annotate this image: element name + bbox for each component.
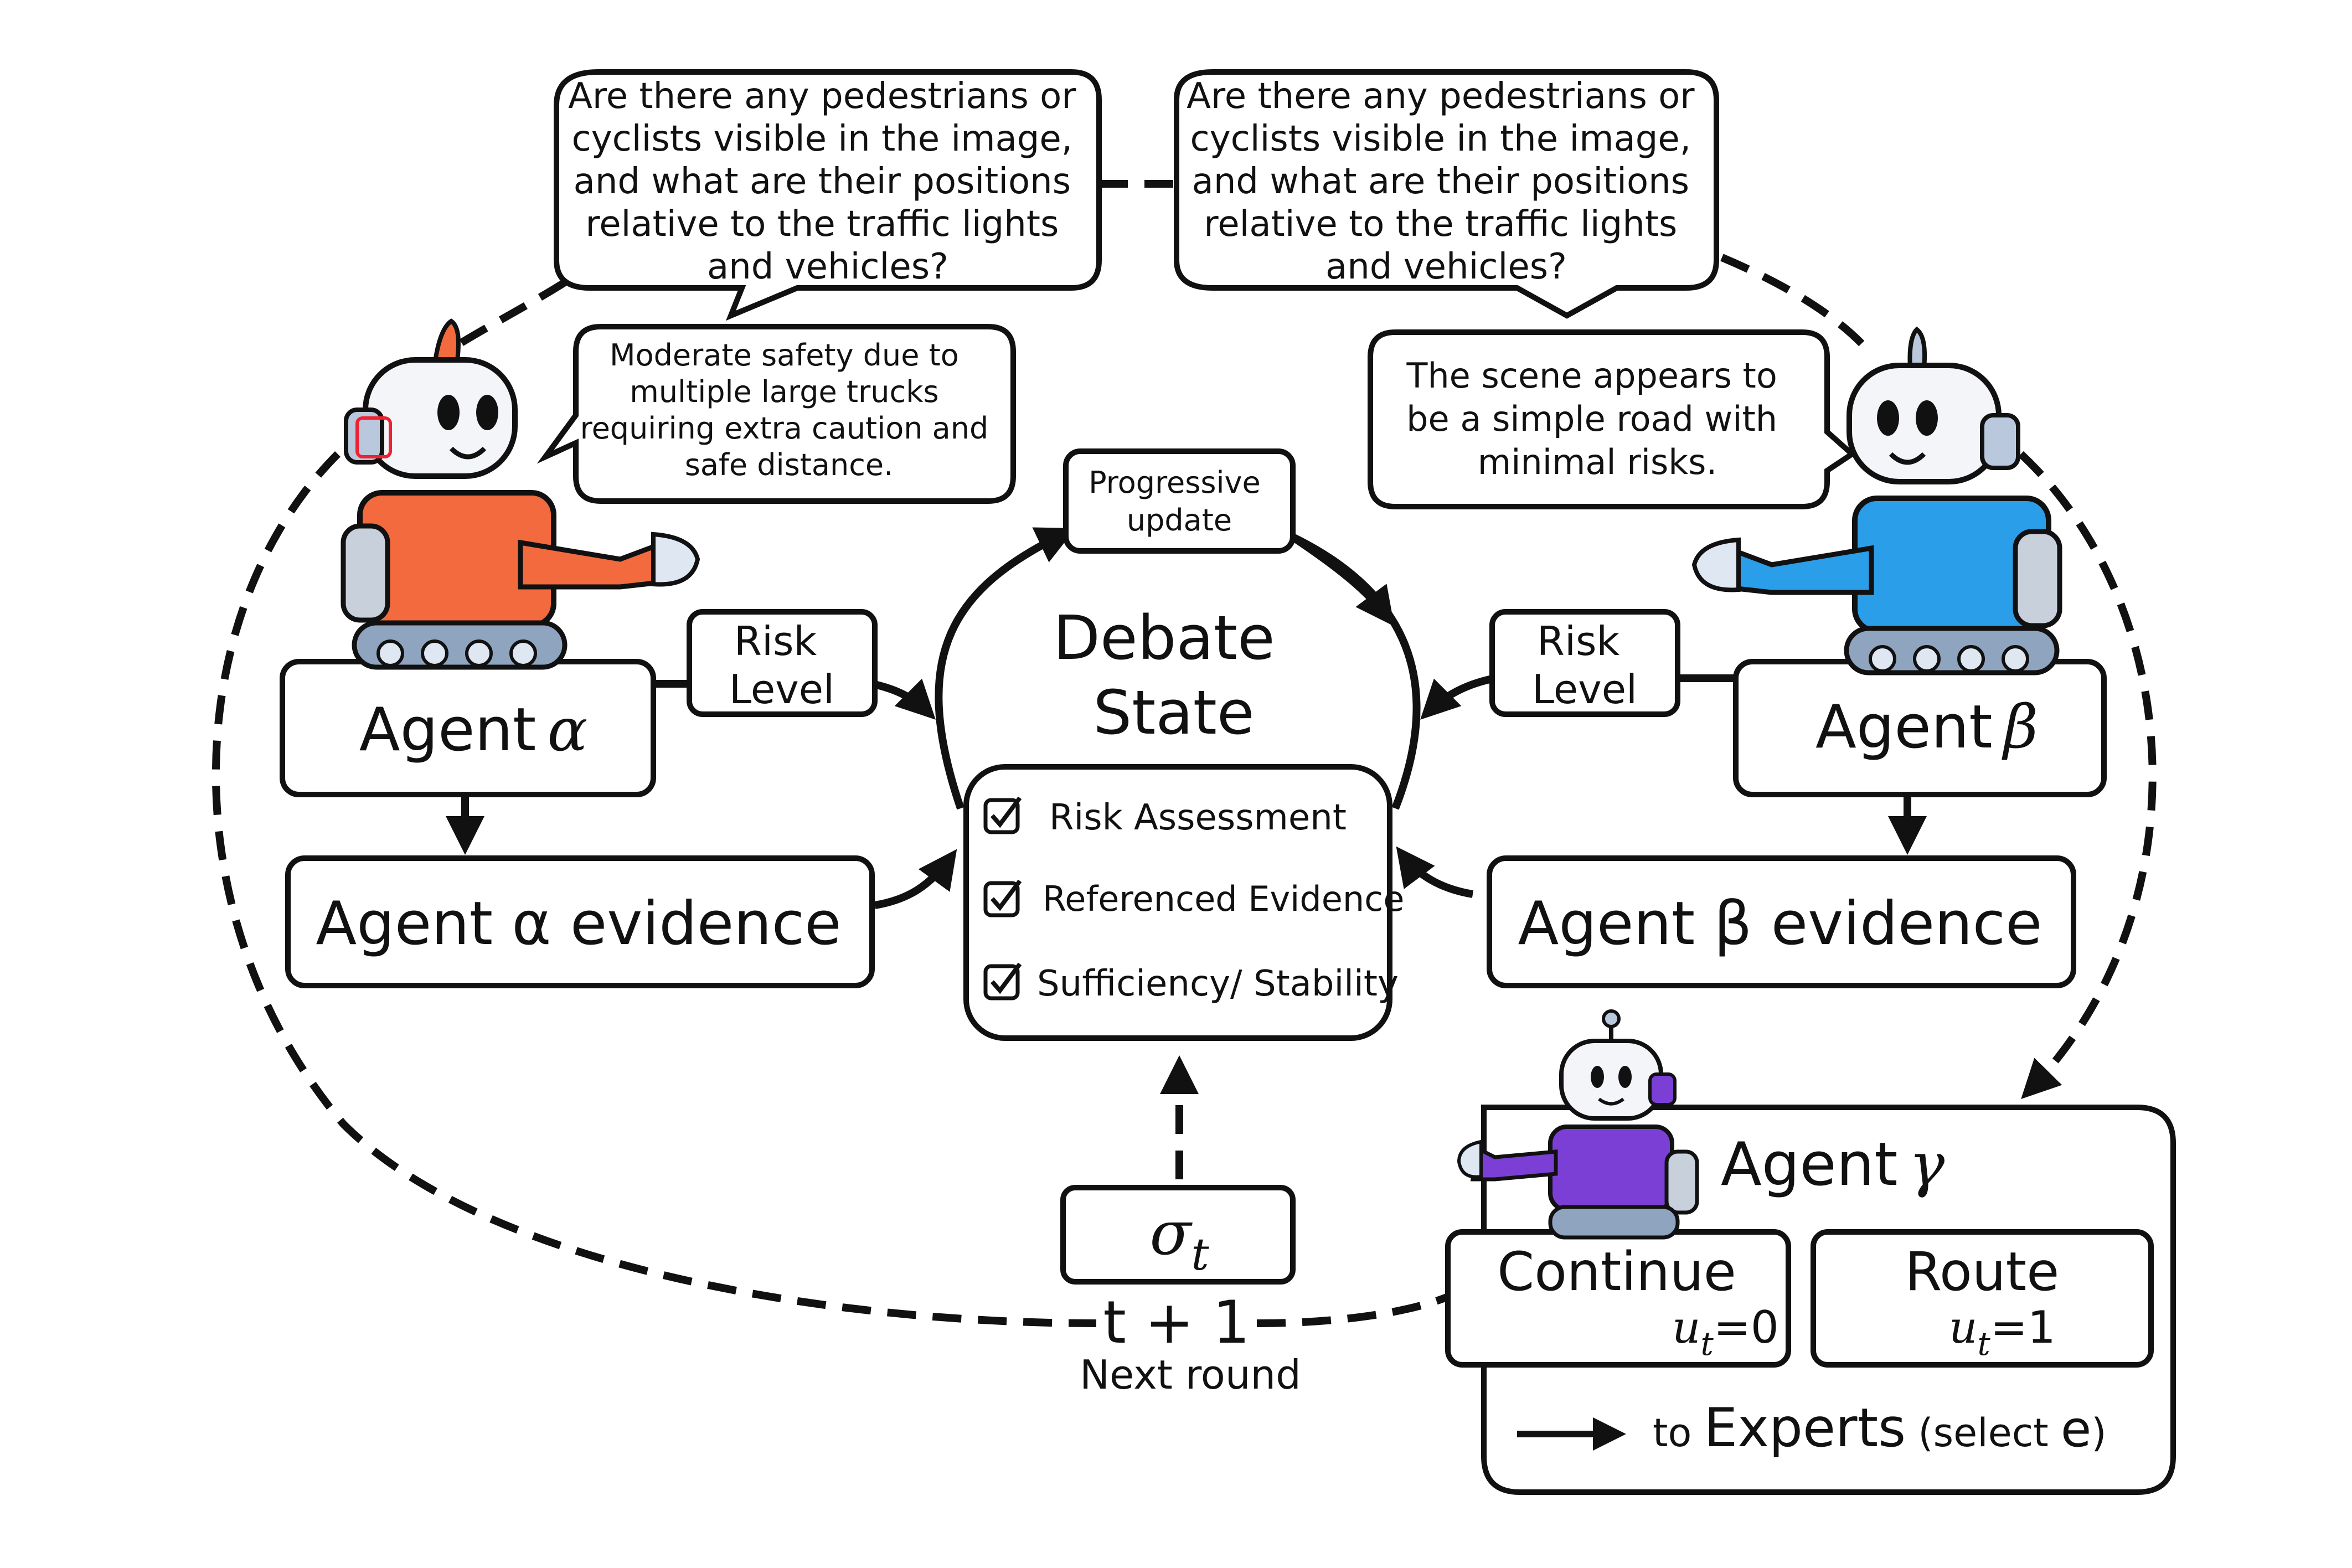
question-left-text: Are there any pedestrians or cyclists vi…	[568, 76, 1087, 287]
question-bubble-right: Are there any pedestrians or cyclists vi…	[1174, 69, 1719, 319]
route-option[interactable]: Route ut=1	[1811, 1229, 2154, 1368]
progressive-update-box: Progressive update	[1063, 448, 1296, 554]
experts-text: to Experts (select e)	[1653, 1397, 2107, 1459]
continue-label: Continue	[1497, 1241, 1736, 1303]
beta-bubble-dash	[1720, 254, 1875, 357]
alpha-bubble-dash	[441, 279, 567, 358]
question-bubble-left: Are there any pedestrians or cyclists vi…	[554, 69, 1102, 321]
alpha-evidence-text: Agent α evidence	[316, 889, 841, 958]
checklist-item-risk: Risk Assessment	[983, 796, 1347, 838]
flow-arrows	[446, 674, 1927, 909]
alpha-evidence-box: Agent α evidence	[285, 855, 875, 988]
beta-risk-level: Risk Level	[1489, 609, 1680, 717]
sigma-box: σt	[1060, 1185, 1296, 1285]
route-value: ut=1	[1949, 1302, 2056, 1363]
alpha-risk-text: Risk Level	[729, 618, 834, 713]
next-round-formula: t + 1	[1103, 1288, 1250, 1356]
alpha-opinion-bubble: Moderate safety due to multiple large tr…	[537, 324, 1016, 504]
next-round-label: Next round	[1080, 1352, 1301, 1398]
progressive-update-text: Progressive update	[1089, 465, 1270, 538]
question-right-text: Are there any pedestrians or cyclists vi…	[1187, 76, 1706, 287]
dashed-connectors	[212, 180, 2157, 1327]
checkbox-icon	[983, 796, 1022, 834]
beta-opinion-bubble: The scene appears to be a simple road wi…	[1368, 329, 1857, 509]
left-loop-dash	[212, 451, 1097, 1327]
checklist-item-sufficiency: Sufficiency/ Stability	[983, 962, 1399, 1004]
beta-evidence-arrow	[1396, 846, 1474, 898]
sigma-text: σt	[1149, 1198, 1209, 1280]
checkbox-icon	[983, 879, 1022, 917]
checklist-box	[963, 764, 1392, 1041]
beta-opinion-text: The scene appears to be a simple road wi…	[1406, 355, 1788, 482]
checklist-item-evidence: Referenced Evidence	[983, 879, 1404, 919]
continue-option[interactable]: Continue ut=0	[1445, 1229, 1791, 1368]
checklist-label-evidence: Referenced Evidence	[1043, 879, 1404, 919]
debate-state: Debate State Risk Assessment Referenced …	[963, 602, 1404, 1041]
beta-risk-text: Risk Level	[1532, 618, 1637, 713]
beta-risk-arrow	[1420, 674, 1496, 720]
alpha-risk-level: Risk Level	[687, 609, 878, 717]
alpha-opinion-text: Moderate safety due to multiple large tr…	[580, 338, 998, 482]
loop-right-arc	[1291, 533, 1421, 810]
checkbox-icon	[983, 962, 1022, 1000]
loop-right-arrow	[1291, 534, 1395, 627]
alpha-evidence-arrow	[874, 849, 957, 909]
next-round: t + 1 Next round	[1080, 1288, 1301, 1398]
debate-state-title: Debate State	[1053, 602, 1294, 748]
checklist-label-sufficiency: Sufficiency/ Stability	[1037, 963, 1399, 1004]
beta-evidence-text: Agent β evidence	[1518, 889, 2042, 958]
robot-beta-icon	[1691, 326, 2062, 675]
robot-gamma-icon	[1457, 1009, 1699, 1240]
right-loop-dash	[2018, 451, 2157, 1099]
debate-loop	[935, 527, 1421, 810]
beta-evidence-box: Agent β evidence	[1487, 855, 2076, 988]
route-label: Route	[1905, 1241, 2060, 1303]
loop-left-arc	[935, 527, 1076, 810]
robot-alpha-icon	[341, 318, 700, 670]
continue-value: ut=0	[1672, 1302, 1779, 1363]
experts-route: to Experts (select e)	[1517, 1397, 2107, 1459]
next-round-link-dash	[1256, 1292, 1452, 1327]
alpha-risk-arrow	[871, 678, 936, 720]
checklist-label-risk: Risk Assessment	[1049, 797, 1347, 838]
